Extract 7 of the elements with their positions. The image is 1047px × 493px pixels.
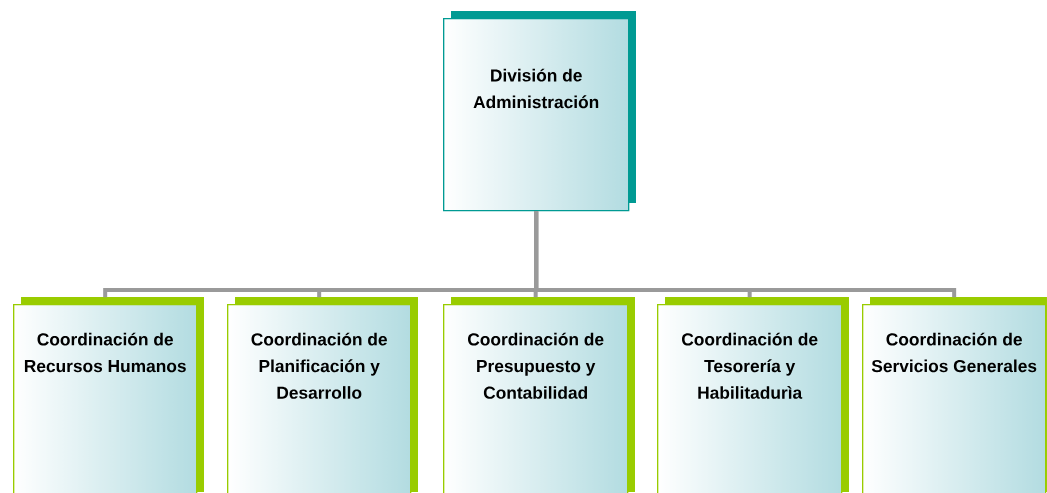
org-box: Coordinación de Presupuesto y Contabilidad [443,297,635,493]
org-box: Coordinación de Planificación y Desarrollo [227,297,418,493]
org-box: Coordinación de Servicios Generales [862,297,1047,493]
org-box: Coordinación de Tesorería y Habilitadurìa [657,297,849,493]
connector-line [534,211,957,298]
org-box: Coordinación de Recursos Humanos [13,297,204,493]
org-box: División de Administración [443,11,636,212]
